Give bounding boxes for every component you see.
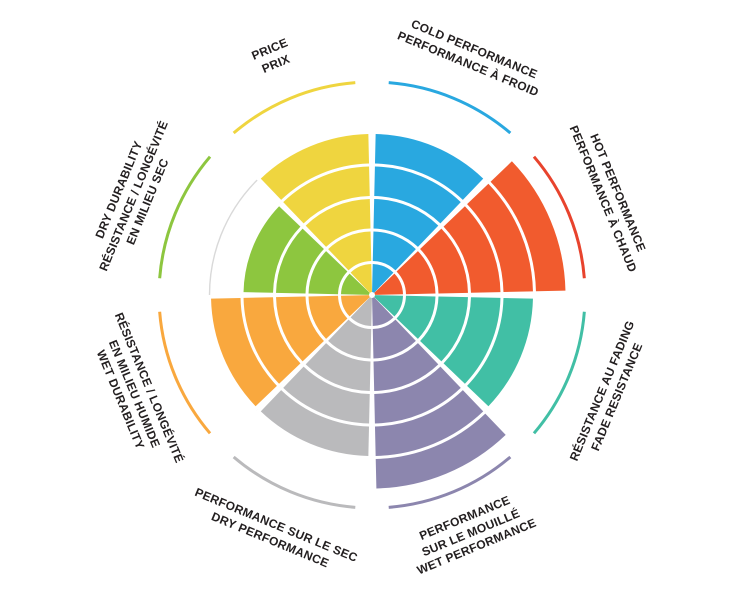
wedge-ring-wet-performance-6 (375, 413, 506, 489)
wedge-ring-wet-durability-5 (211, 297, 277, 407)
wedge-ring-wet-durability-3 (276, 296, 324, 362)
wedge-ring-cold-performance-5 (374, 134, 484, 200)
wedge-ring-wet-performance-4 (374, 366, 461, 424)
wedge-ring-fade-resistance-5 (467, 297, 533, 407)
wedge-ring-fade-resistance-4 (443, 297, 501, 384)
wedge-ring-hot-performance-3 (420, 228, 468, 294)
wedge-ring-dry-performance-2 (328, 319, 372, 359)
outer-arc-cold-performance (388, 81, 512, 135)
outer-arc-dry-performance (232, 455, 356, 509)
wedge-ring-price-2 (328, 231, 372, 271)
wedge-ring-dry-durability-3 (276, 228, 324, 294)
wedge-ring-hot-performance-4 (443, 206, 501, 293)
wedge-ring-price-3 (305, 199, 371, 247)
wedge-ring-dry-performance-4 (283, 366, 370, 424)
outer-arc-wet-performance (388, 455, 512, 509)
wedge-ring-hot-performance-2 (396, 251, 436, 295)
wedge-ring-price-5 (260, 134, 370, 200)
wedge-ring-dry-durability-4 (243, 206, 301, 293)
wedge-ring-fade-resistance-2 (396, 295, 436, 339)
wedge-ring-wet-durability-2 (308, 295, 348, 339)
wedge-ring-hot-performance-6 (490, 161, 566, 292)
wedge-ring-wet-performance-1 (372, 297, 394, 326)
wedge-ring-wet-performance-2 (372, 319, 416, 359)
outer-arc-fade-resistance (532, 311, 586, 435)
wedge-ring-price-4 (283, 166, 370, 224)
wedge-ring-wet-durability-1 (341, 295, 370, 317)
outer-arc-price (232, 81, 356, 135)
wedge-ring-wet-durability-4 (243, 297, 301, 384)
wedge-ring-dry-performance-1 (350, 297, 372, 326)
wedge-ring-cold-performance-3 (373, 199, 439, 247)
wedge-ring-hot-performance-1 (374, 273, 403, 295)
outer-arc-dry-durability (158, 155, 212, 279)
outer-arc-hot-performance (532, 155, 586, 279)
wedge-ring-wet-performance-5 (374, 390, 484, 456)
wedge-ring-hot-performance-5 (467, 183, 533, 293)
wedge-ring-cold-performance-4 (374, 166, 461, 224)
wedge-ring-price-1 (350, 264, 372, 293)
wedge-ring-dry-performance-5 (260, 390, 370, 456)
wedge-ring-cold-performance-2 (372, 231, 416, 271)
wedge-ring-dry-durability-2 (308, 251, 348, 295)
wedge-ring-dry-performance-3 (305, 343, 371, 391)
wedge-ring-dry-durability-1 (341, 273, 370, 295)
wedge-ring-fade-resistance-1 (374, 295, 403, 317)
wedge-ring-wet-performance-3 (373, 343, 439, 391)
wedge-ring-fade-resistance-3 (420, 296, 468, 362)
outer-arc-wet-durability (158, 311, 212, 435)
wedge-ring-cold-performance-1 (372, 264, 394, 293)
